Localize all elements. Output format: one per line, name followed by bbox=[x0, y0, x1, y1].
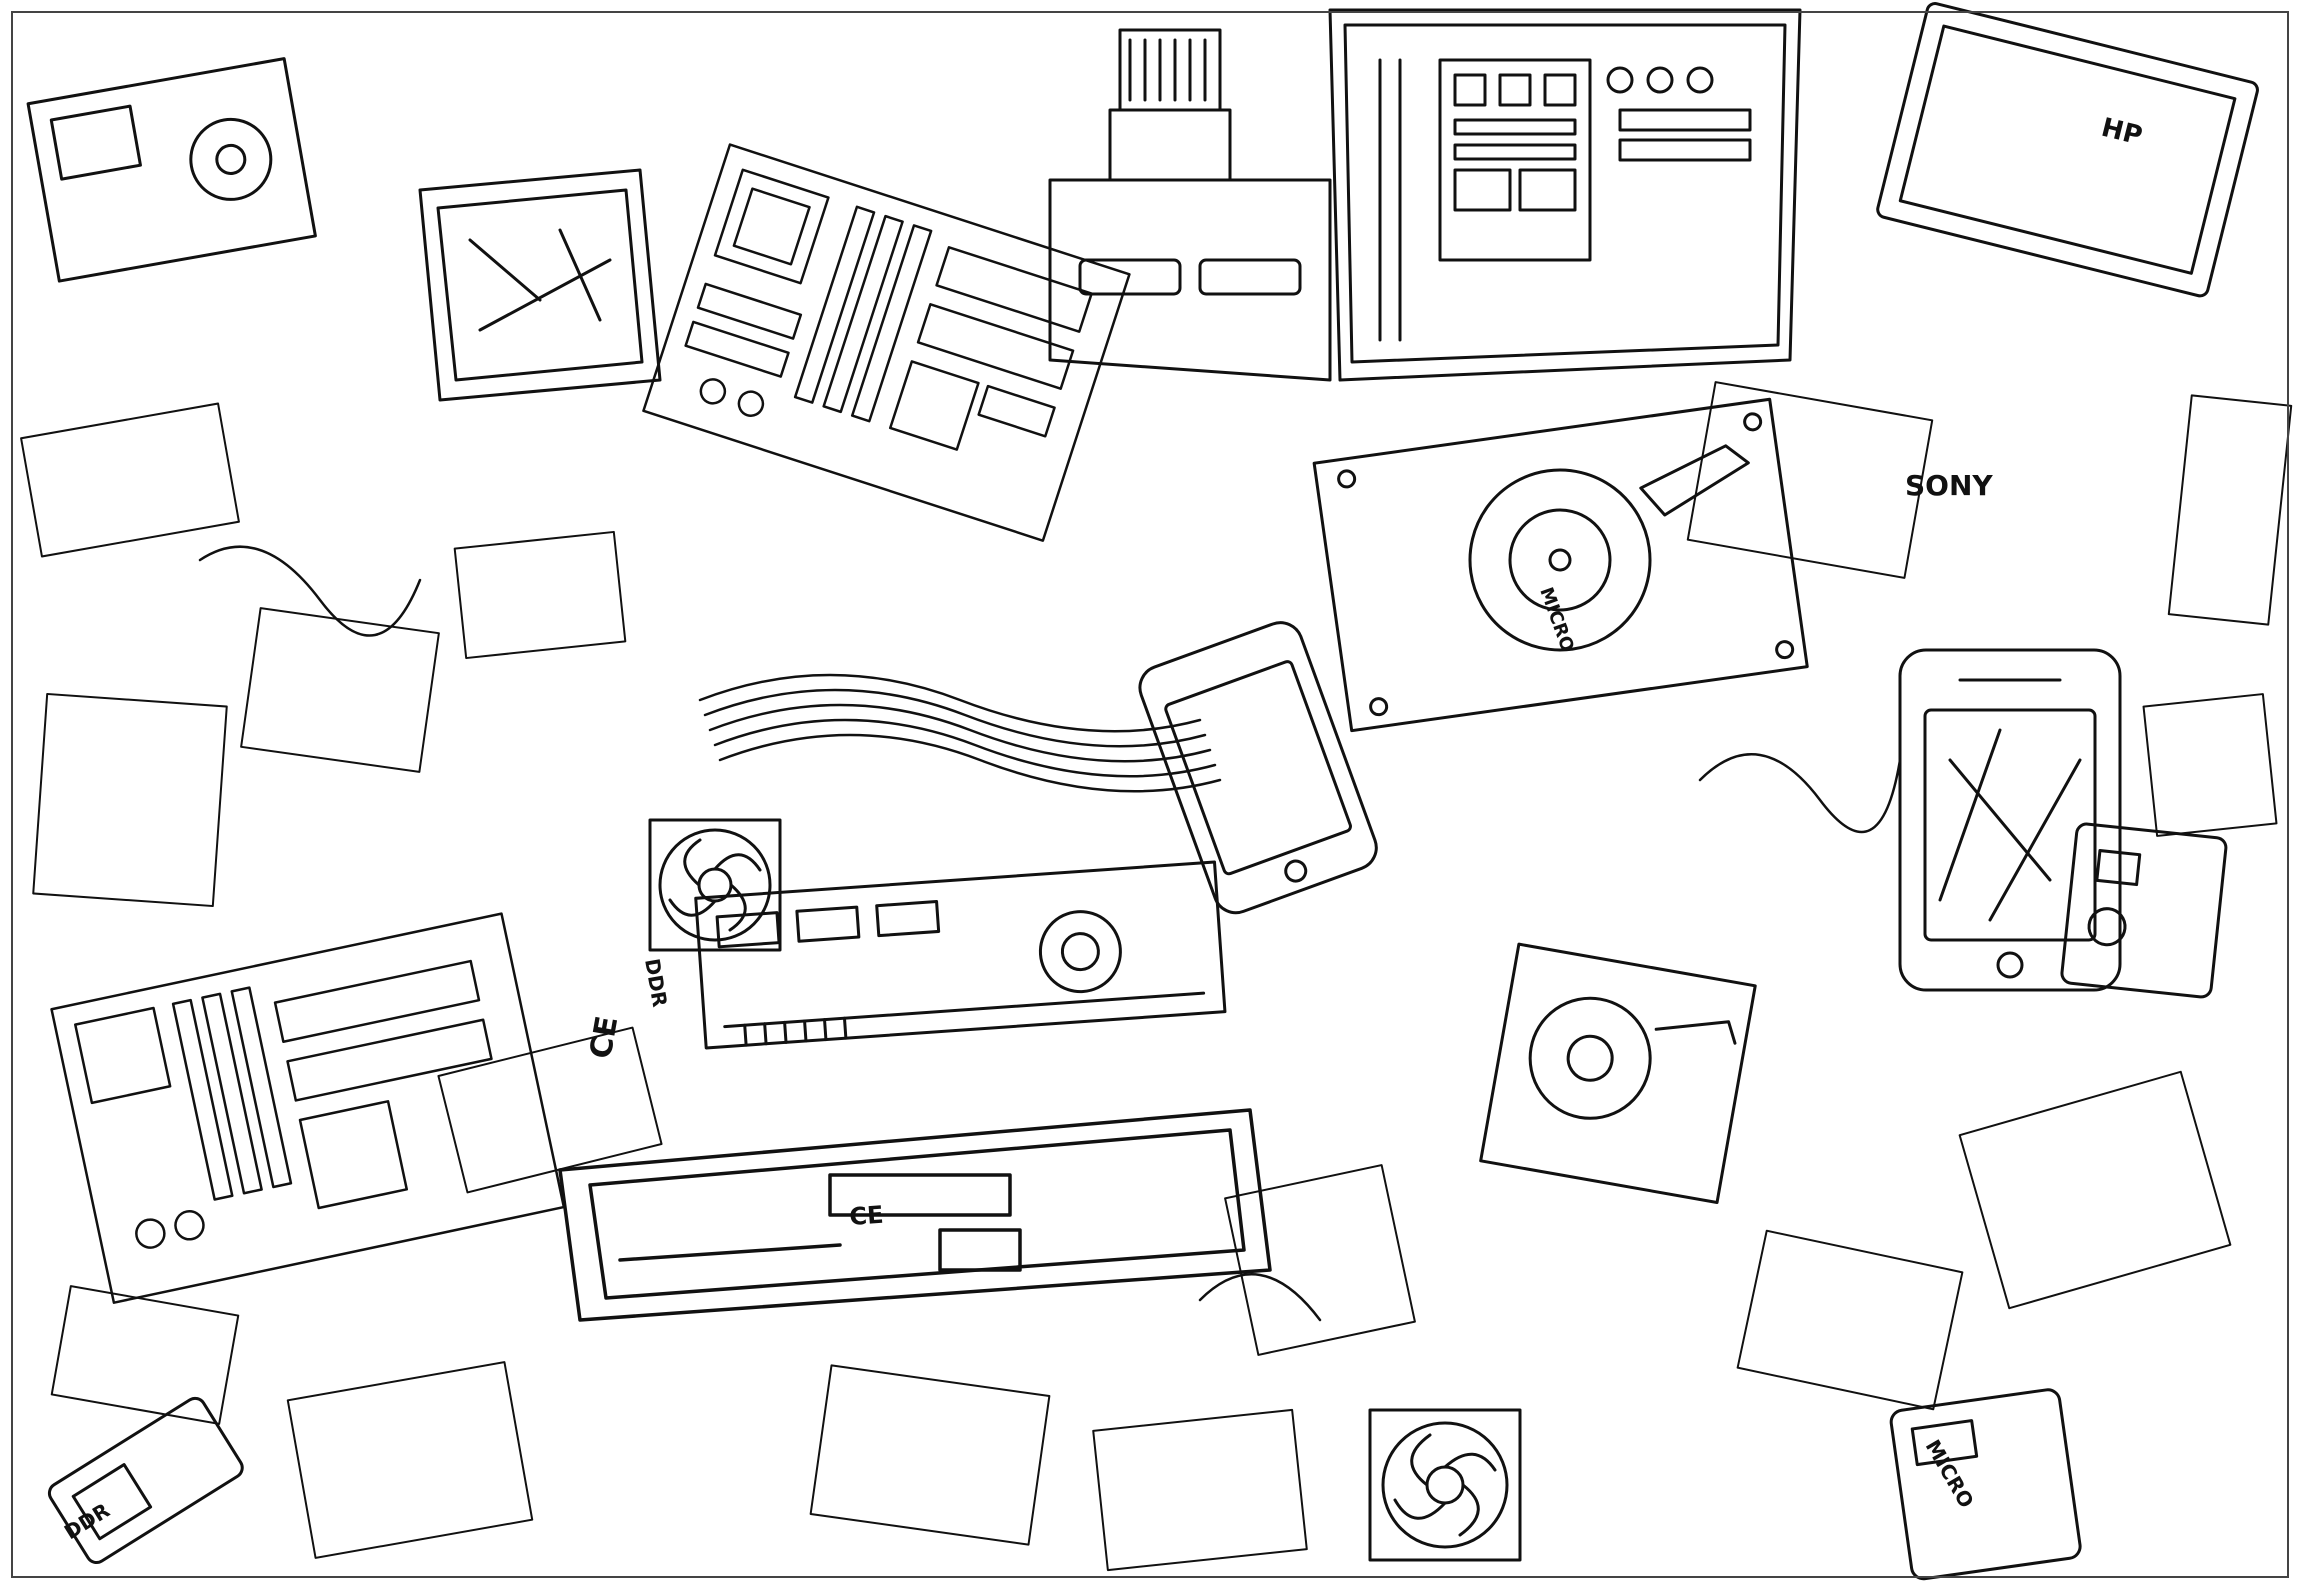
motherboard-tilted bbox=[642, 143, 1131, 542]
frame-border bbox=[11, 11, 2289, 1578]
floppy-drive bbox=[1048, 28, 1332, 382]
memory-stick bbox=[47, 1396, 244, 1565]
power-supply-unit bbox=[26, 57, 317, 283]
loose-wires bbox=[198, 545, 1902, 1322]
sd-card-reader bbox=[2060, 822, 2228, 999]
tablet-device bbox=[418, 168, 662, 402]
hard-disk-lower bbox=[1479, 942, 1757, 1204]
pc-tower-case bbox=[1328, 8, 1802, 382]
laptop-lid bbox=[1876, 2, 2259, 298]
hard-disk-drive bbox=[1312, 397, 1809, 733]
cooling-fan bbox=[648, 818, 782, 952]
sony-brand-text: SONY bbox=[1905, 469, 1993, 502]
graphics-card bbox=[694, 860, 1227, 1050]
optical-drive-tray bbox=[558, 1108, 1272, 1322]
misc-circuit-boards bbox=[20, 381, 2293, 1572]
ce-mark-center: CE bbox=[848, 1201, 884, 1231]
micro-sd-card bbox=[1889, 1388, 2082, 1581]
motherboard-lower-left bbox=[50, 912, 566, 1304]
ce-mark-left: CE bbox=[583, 1013, 625, 1061]
ribbon-cables bbox=[698, 673, 1222, 793]
smartphone-center bbox=[1138, 621, 1378, 915]
cooling-fan-bottom bbox=[1368, 1408, 1522, 1562]
